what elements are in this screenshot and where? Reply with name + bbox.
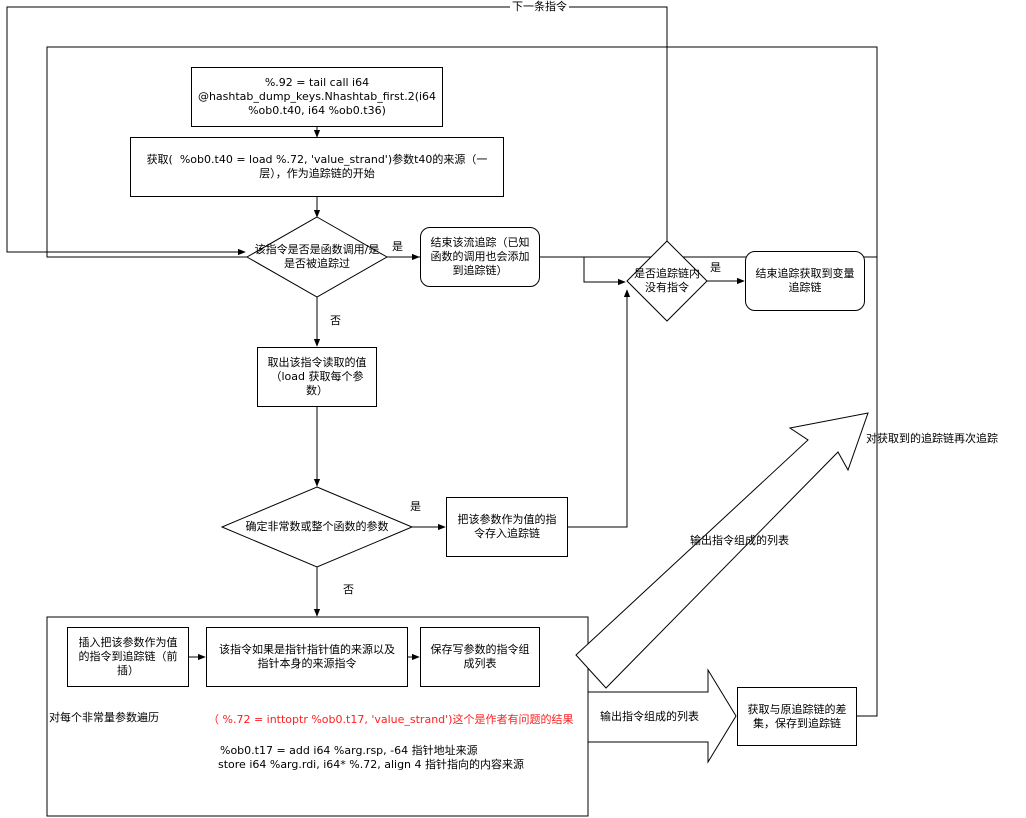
label-code-line-1: %ob0.t17 = add i64 %arg.rsp, -64 指针地址来源 — [220, 744, 478, 757]
node-chain-empty-text: 是否追踪链内没有指令 — [634, 267, 700, 294]
node-call-decision-text: 该指令是否是函数调用/是是否被追踪过 — [254, 243, 380, 270]
const-decision-diamond — [220, 486, 414, 568]
label-red-note: （ %.72 = inttoptr %ob0.t17, 'value_stran… — [208, 713, 574, 726]
retrace-block-arrow — [575, 412, 869, 689]
label-output-list-right: 输出指令组成的列表 — [600, 710, 699, 723]
node-end-flow-track: 结束该流追踪（已知函数的调用也会添加到追踪链） — [420, 227, 540, 287]
label-yes-chain-empty: 是 — [710, 261, 721, 274]
output-list-block-arrow — [587, 668, 737, 764]
arrow-store-to-check — [568, 289, 631, 528]
arrow-endflow-to-check — [540, 256, 626, 286]
node-get-source: 获取( %ob0.t40 = load %.72, 'value_strand'… — [130, 137, 504, 197]
node-insert-chain: 插入把该参数作为值的指令到追踪链（前插） — [67, 627, 189, 687]
chain-empty-diamond — [626, 240, 708, 322]
label-loop: 对每个非常量参数遍历 — [49, 711, 159, 724]
label-output-list-diagonal: 输出指令组成的列表 — [690, 534, 789, 547]
node-const-decision-text: 确定非常数或整个函数的参数 — [245, 520, 389, 533]
arrow-diff-feedback — [857, 47, 878, 717]
node-save-list: 保存写参数的指令组成列表 — [420, 627, 540, 687]
label-no-call: 否 — [330, 314, 341, 327]
arrow-next-instruction-loop — [6, 6, 668, 256]
label-retrace: 对获取到的追踪链再次追踪 — [866, 432, 998, 445]
node-end-track-result: 结束追踪获取到变量追踪链 — [745, 251, 865, 311]
label-yes-const: 是 — [410, 500, 421, 513]
label-next-instruction: 下一条指令 — [510, 0, 569, 14]
label-no-const: 否 — [343, 583, 354, 596]
call-decision-diamond — [245, 216, 389, 298]
label-code-line-2: store i64 %arg.rdi, i64* %.72, align 4 指… — [218, 758, 525, 771]
node-read-values: 取出该指令读取的值（load 获取每个参数） — [257, 347, 377, 407]
label-yes-call: 是 — [392, 240, 403, 253]
node-tail-call: %.92 = tail call i64@hashtab_dump_keys.N… — [191, 67, 443, 127]
node-pointer-source: 该指令如果是指针指针值的来源以及指针本身的来源指令 — [206, 627, 408, 687]
node-store-value: 把该参数作为值的指令存入追踪链 — [446, 497, 568, 557]
node-diff-save: 获取与原追踪链的差集，保存到追踪链 — [737, 687, 857, 746]
